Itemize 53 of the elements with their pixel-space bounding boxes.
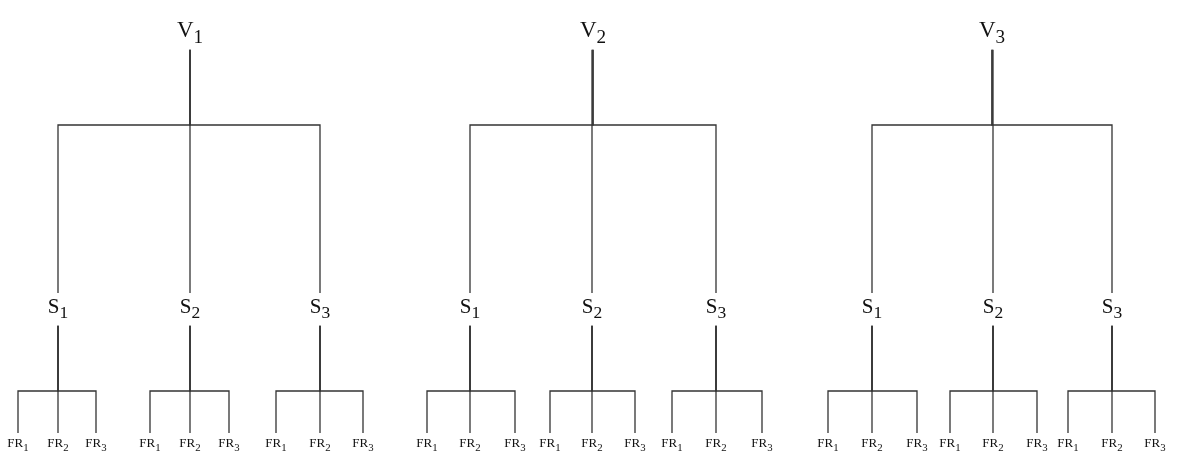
leaf-label: FR$_{2}$ <box>47 436 69 453</box>
tree-connector <box>319 325 364 434</box>
leaf-label: FR$_{3}$ <box>85 436 107 453</box>
leaf-label: FR$_{3}$ <box>352 436 374 453</box>
leaf-label: FR$_{1}$ <box>939 436 961 453</box>
tree-connector <box>189 49 321 294</box>
leaf-label: FR$_{3}$ <box>1144 436 1166 453</box>
leaf-label: FR$_{2}$ <box>1101 436 1123 453</box>
leaf-label: FR$_{2}$ <box>179 436 201 453</box>
level-label: V$_{2}$ <box>579 18 607 46</box>
leaf-label: FR$_{3}$ <box>906 436 928 453</box>
level-label: S$_{1}$ <box>459 296 481 322</box>
leaf-label: FR$_{1}$ <box>265 436 287 453</box>
level-label: S$_{2}$ <box>581 296 603 322</box>
tree-connector <box>1111 325 1156 434</box>
tree-connector <box>189 325 230 434</box>
leaf-label: FR$_{1}$ <box>1057 436 1079 453</box>
leaf-label: FR$_{2}$ <box>309 436 331 453</box>
leaf-label: FR$_{2}$ <box>705 436 727 453</box>
leaf-label: FR$_{2}$ <box>982 436 1004 453</box>
tree-connector <box>591 49 593 294</box>
leaf-label: FR$_{3}$ <box>624 436 646 453</box>
tree-connector <box>715 325 763 434</box>
leaf-label: FR$_{3}$ <box>751 436 773 453</box>
leaf-label: FR$_{1}$ <box>539 436 561 453</box>
tree-connector <box>592 49 717 294</box>
level-label: S$_{2}$ <box>982 296 1004 322</box>
leaf-label: FR$_{1}$ <box>661 436 683 453</box>
level-label: S$_{1}$ <box>47 296 69 322</box>
tree-connector <box>992 49 994 294</box>
level-label: S$_{3}$ <box>705 296 727 322</box>
level-label: S$_{2}$ <box>179 296 201 322</box>
leaf-label: FR$_{1}$ <box>139 436 161 453</box>
leaf-label: FR$_{3}$ <box>218 436 240 453</box>
tree-connector <box>591 325 636 434</box>
tree-connector <box>991 49 1113 294</box>
leaf-label: FR$_{1}$ <box>416 436 438 453</box>
level-label: S$_{3}$ <box>1101 296 1123 322</box>
leaf-label: FR$_{1}$ <box>7 436 29 453</box>
tree-connector <box>992 325 1038 434</box>
leaf-label: FR$_{2}$ <box>861 436 883 453</box>
leaf-label: FR$_{2}$ <box>459 436 481 453</box>
tree-connector <box>871 325 918 434</box>
leaf-label: FR$_{3}$ <box>504 436 526 453</box>
leaf-label: FR$_{3}$ <box>1026 436 1048 453</box>
tree-connector <box>469 325 516 434</box>
level-label: S$_{1}$ <box>861 296 883 322</box>
leaf-label: FR$_{2}$ <box>581 436 603 453</box>
level-label: V$_{3}$ <box>978 18 1006 46</box>
level-label: V$_{1}$ <box>176 18 204 46</box>
leaf-label: FR$_{1}$ <box>817 436 839 453</box>
tree-connector <box>57 325 97 434</box>
level-label: S$_{3}$ <box>309 296 331 322</box>
